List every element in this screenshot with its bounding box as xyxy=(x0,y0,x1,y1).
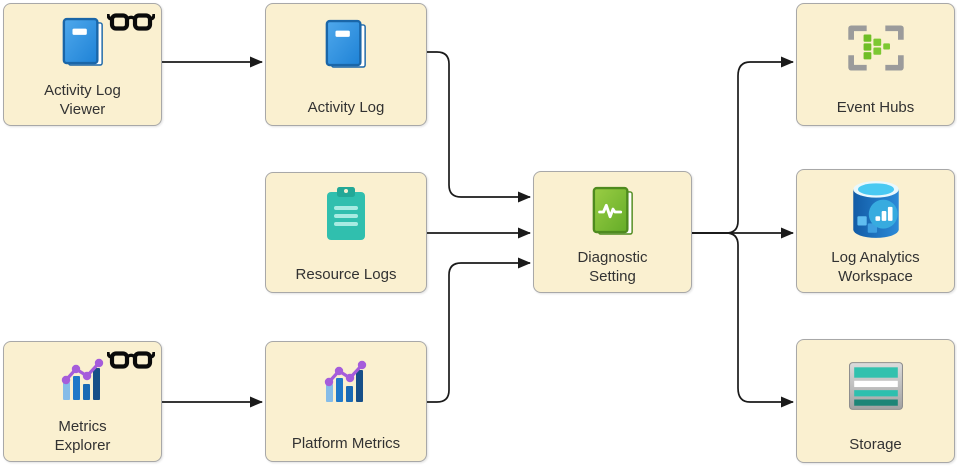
node-label: Platform Metrics xyxy=(291,434,401,452)
node-storage: Storage xyxy=(796,339,955,463)
node-label: Resource Logs xyxy=(295,265,397,283)
node-resource-logs: Resource Logs xyxy=(265,172,427,293)
book-icon xyxy=(324,18,368,77)
edge-platform-metrics-to-diagnostic-setting xyxy=(427,257,531,403)
metrics-chart-icon xyxy=(322,358,370,411)
clipboard-icon xyxy=(325,186,367,247)
node-label: Storage xyxy=(849,435,902,453)
node-event-hubs: Event Hubs xyxy=(796,3,955,126)
storage-icon xyxy=(848,362,903,415)
glasses-icon xyxy=(106,11,156,38)
edge-diagnostic-setting-to-event-hubs xyxy=(692,56,794,234)
node-platform-metrics: Platform Metrics xyxy=(265,341,427,462)
log-analytics-icon xyxy=(849,179,903,246)
node-label: Event Hubs xyxy=(836,98,915,116)
metrics-chart-icon xyxy=(59,356,107,409)
edge-activity-log-to-diagnostic-setting xyxy=(427,51,531,203)
diagnostic-book-icon xyxy=(591,185,635,244)
node-activity-log: Activity Log xyxy=(265,3,427,126)
edge-diagnostic-setting-to-storage xyxy=(692,232,794,408)
glasses-icon xyxy=(106,349,156,376)
book-icon xyxy=(61,16,105,75)
event-hubs-icon xyxy=(847,22,905,79)
node-label: Activity Log xyxy=(307,98,385,116)
